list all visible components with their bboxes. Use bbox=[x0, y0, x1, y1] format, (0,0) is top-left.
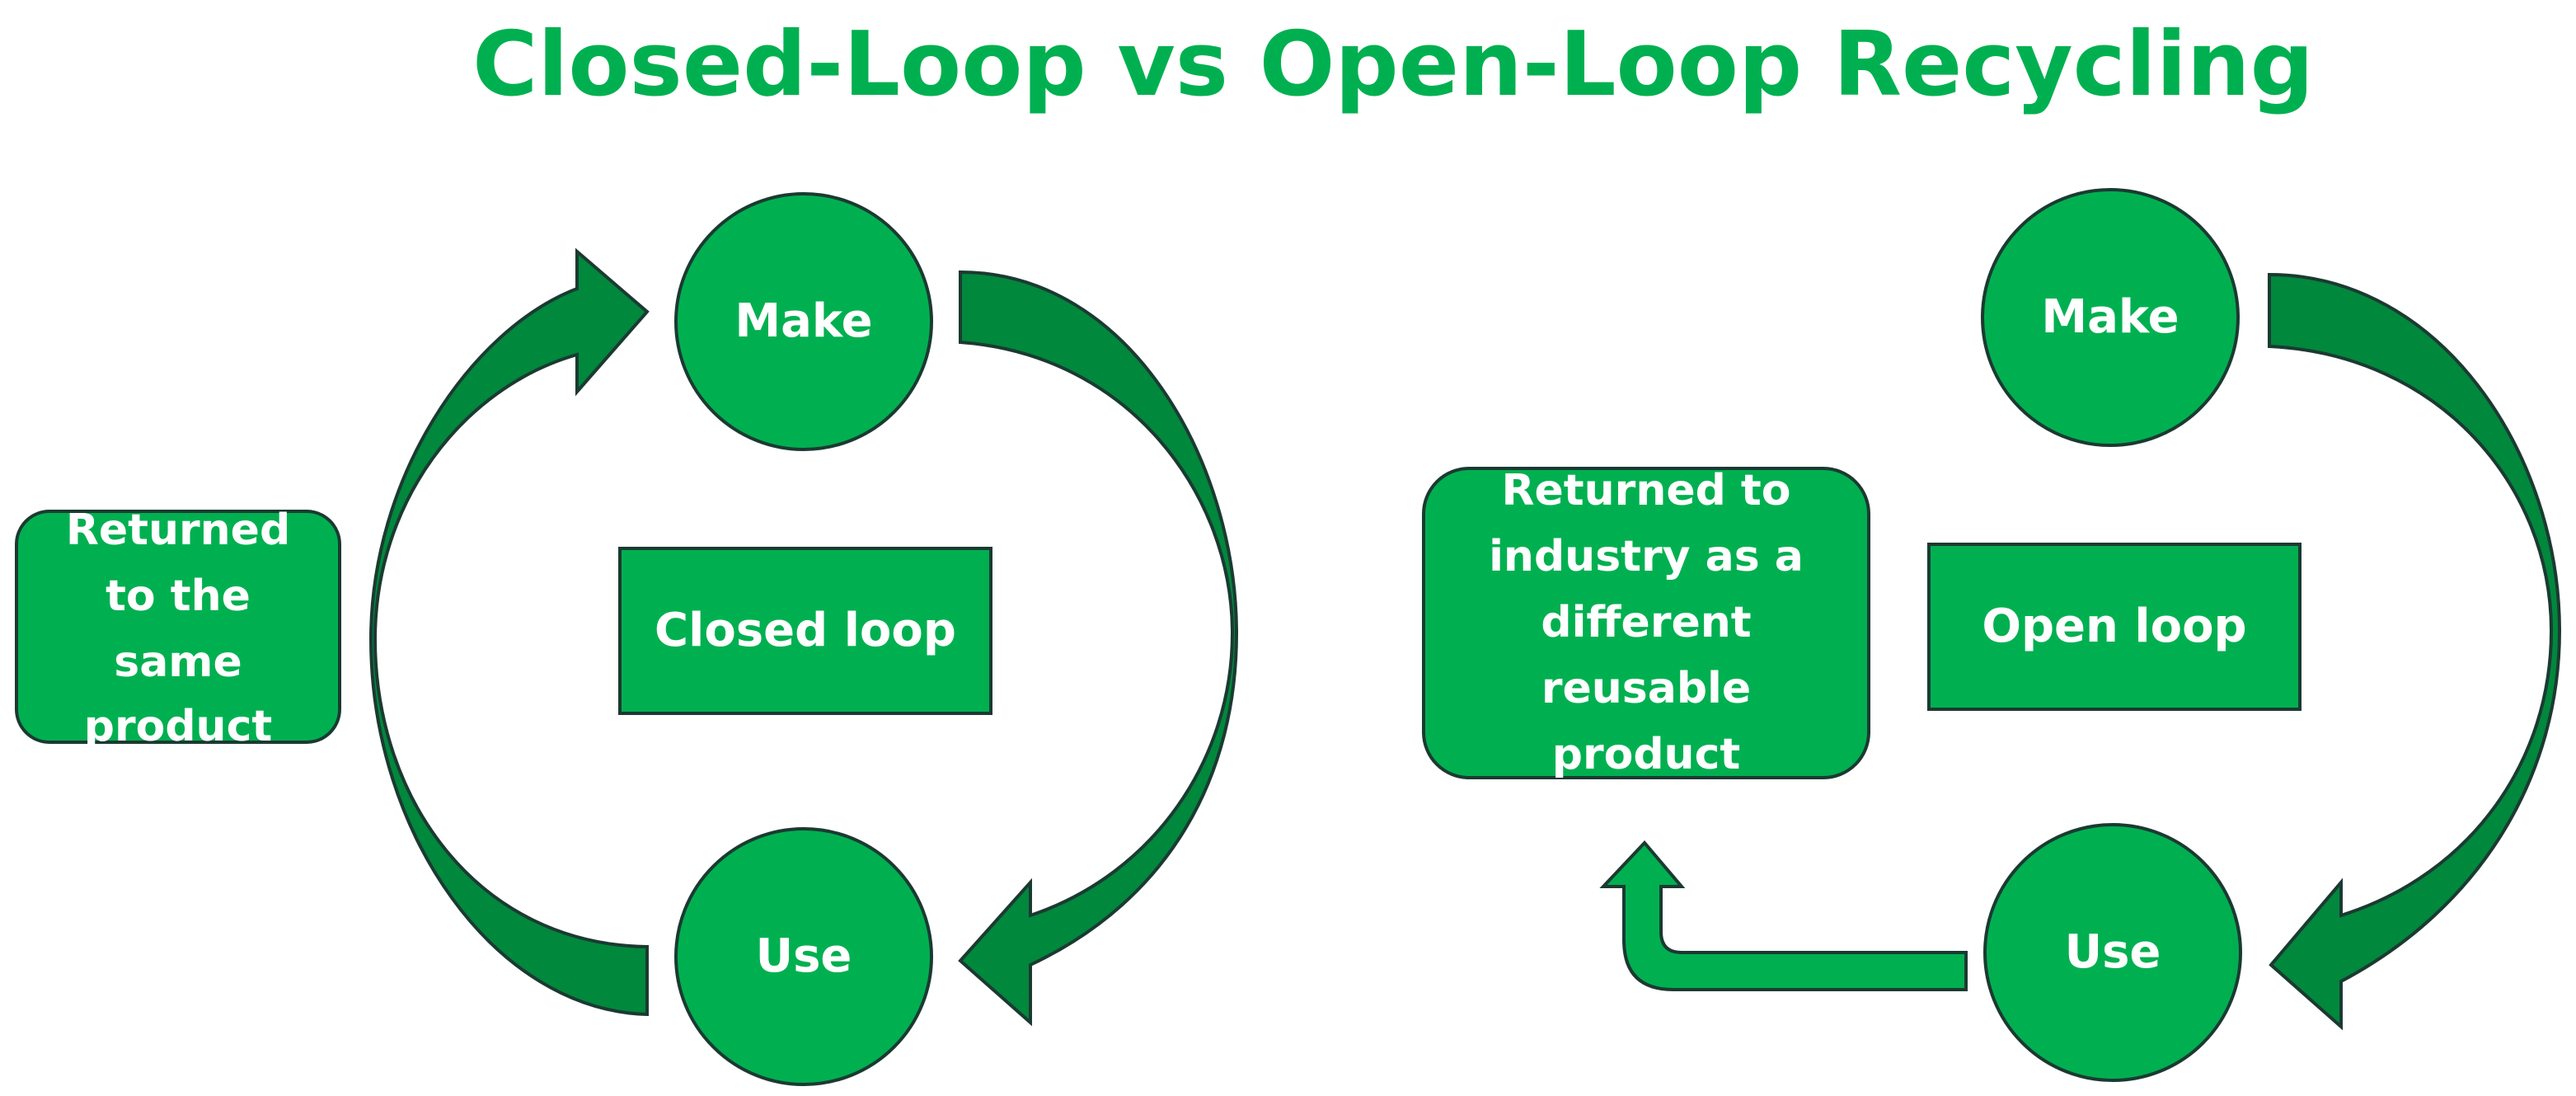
page-title: Closed-Loop vs Open-Loop Recycling bbox=[472, 13, 2314, 116]
closed-returned-box bbox=[15, 510, 341, 744]
closed-use-label: Use bbox=[756, 929, 852, 983]
closed-returned-line-2: to the bbox=[106, 572, 251, 621]
open-arrow-make-to-use bbox=[2268, 272, 2562, 1031]
closed-loop-label: Closed loop bbox=[655, 604, 956, 657]
open-loop-diagram: Make Use Open loop Returned to industry … bbox=[1422, 188, 2562, 1082]
closed-arrow-make-to-use bbox=[958, 270, 1239, 1027]
closed-loop-label-box bbox=[618, 547, 992, 715]
closed-use-circle bbox=[674, 827, 933, 1086]
open-returned-line-2: industry as a bbox=[1489, 532, 1804, 581]
open-returned-line-5: product bbox=[1552, 730, 1741, 779]
open-use-label: Use bbox=[2065, 925, 2161, 979]
closed-make-circle bbox=[674, 192, 933, 451]
closed-loop-diagram: Make Use Closed loop Returned to the sam… bbox=[15, 192, 1239, 1086]
open-make-label: Make bbox=[2041, 290, 2179, 344]
closed-returned-line-3: same bbox=[114, 637, 242, 687]
closed-returned-line-1: Returned bbox=[66, 506, 290, 555]
open-arrow-use-to-returned bbox=[1599, 840, 1968, 991]
open-make-circle bbox=[1981, 188, 2240, 447]
open-returned-line-1: Returned to bbox=[1501, 466, 1790, 515]
open-use-circle bbox=[1983, 823, 2242, 1082]
open-returned-line-4: reusable bbox=[1541, 664, 1751, 713]
open-loop-label-box bbox=[1927, 543, 2302, 711]
open-returned-box bbox=[1422, 467, 1870, 779]
open-loop-label: Open loop bbox=[1982, 600, 2246, 653]
closed-arrow-use-to-make bbox=[368, 247, 650, 1017]
closed-make-label: Make bbox=[734, 294, 872, 348]
closed-returned-line-4: product bbox=[84, 702, 273, 751]
open-returned-line-3: different bbox=[1541, 598, 1751, 647]
